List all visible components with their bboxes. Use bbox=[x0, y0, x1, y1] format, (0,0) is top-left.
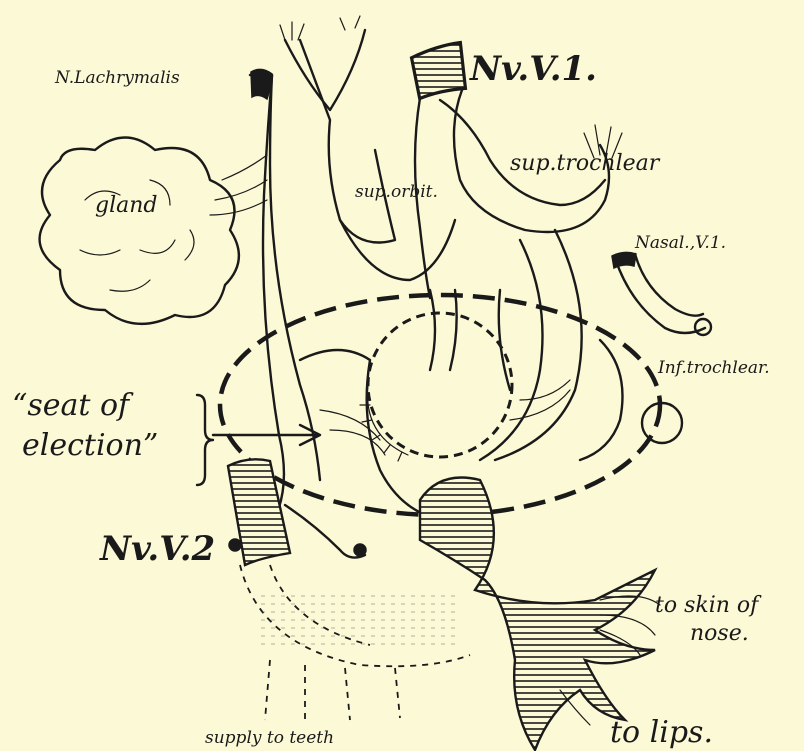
label-to-skin-2: nose. bbox=[690, 621, 749, 646]
label-nv-v1: Nv.V.1. bbox=[469, 49, 597, 89]
lacrimal-nerve bbox=[210, 69, 320, 520]
nv-v2-trunk bbox=[228, 459, 366, 565]
label-seat-line2: election” bbox=[22, 428, 158, 463]
teeth-supply bbox=[240, 565, 470, 720]
lacrimal-gland bbox=[40, 138, 239, 324]
label-inf-trochlear: Inf.trochlear. bbox=[657, 358, 770, 378]
label-sup-orbit: sup.orbit. bbox=[355, 182, 438, 202]
nasal-branch bbox=[612, 252, 711, 335]
label-nv-v2: Nv.V.2 bbox=[99, 529, 215, 569]
label-lacrimal: N.Lachrymalis bbox=[54, 68, 180, 88]
label-sup-trochlear: sup.trochlear bbox=[510, 151, 661, 176]
label-to-skin-1: to skin of bbox=[655, 593, 762, 618]
label-supply-teeth: supply to teeth bbox=[205, 728, 334, 748]
label-seat-line1: “seat of bbox=[12, 388, 134, 423]
label-to-lips: to lips. bbox=[610, 715, 713, 750]
label-nasal: Nasal.,V.1. bbox=[634, 233, 726, 253]
label-gland: gland bbox=[95, 193, 158, 218]
